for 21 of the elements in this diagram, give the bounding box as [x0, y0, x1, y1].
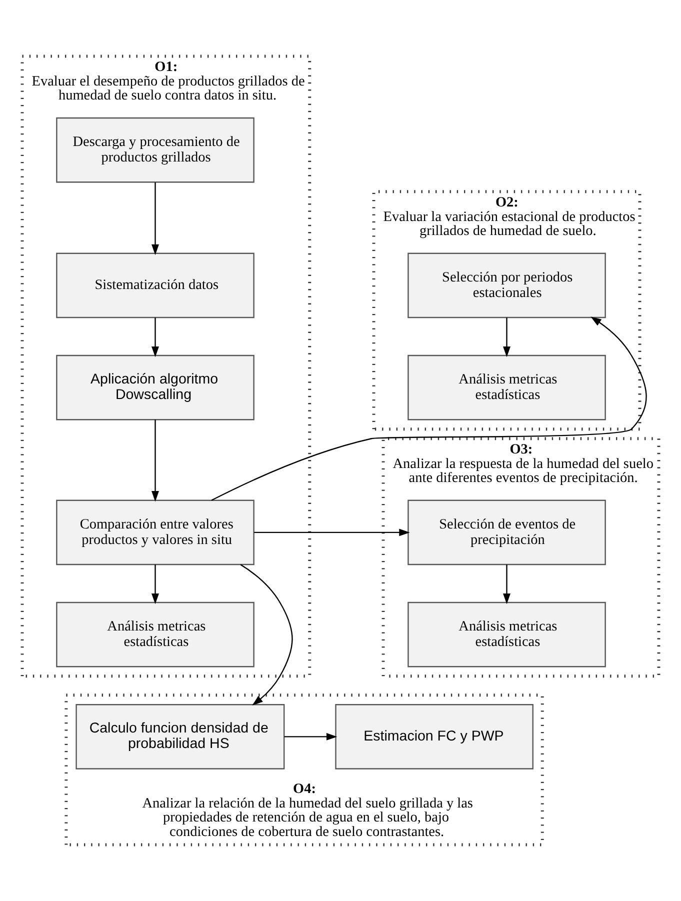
arrow [152, 564, 159, 604]
node-box: Sistematización datos [56, 252, 254, 318]
node-box: Descarga y procesamiento de productos grillados [56, 117, 254, 183]
arrow [503, 318, 510, 358]
node-box: Análisis metricas estadísticas [408, 354, 606, 420]
node-box: Selección de eventos de precipitación [408, 500, 606, 566]
arrow [503, 564, 510, 604]
arrow [152, 318, 159, 358]
node-box: Análisis metricas estadísticas [56, 602, 254, 668]
arrow [254, 528, 410, 536]
arrow [152, 182, 159, 256]
node-box: Análisis metricas estadísticas [408, 602, 606, 668]
arrow [240, 564, 293, 706]
arrow [211, 316, 647, 501]
arrow [284, 732, 338, 740]
node-box: Calculo funcion densidad de probabilidad HS [76, 704, 285, 770]
node-box: Estimacion FC y PWP [335, 704, 534, 770]
node-box: Comparación entre valores productos y valores in situ [56, 500, 254, 566]
node-box: Selección por periodos estacionales [408, 252, 606, 318]
arrow [152, 420, 159, 502]
node-box: Aplicación algoritmo Dowscalling [56, 354, 254, 420]
